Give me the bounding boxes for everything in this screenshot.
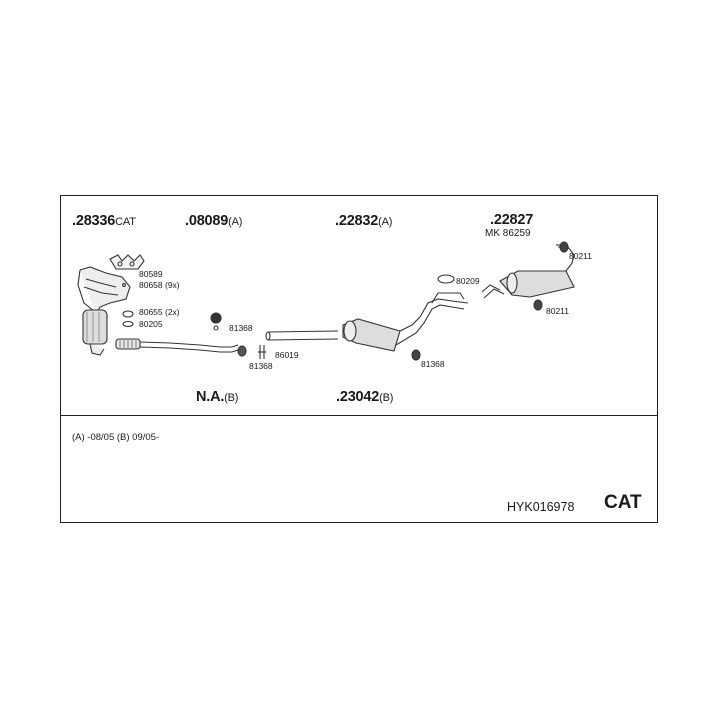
- validity-note: (A) -08/05 (B) 09/05-: [72, 432, 160, 443]
- reference-number: HYK016978: [507, 500, 575, 514]
- label-80589: 80589: [139, 269, 163, 279]
- rubber-hanger-icon: [559, 241, 569, 253]
- frame-divider: [60, 415, 658, 416]
- part-suffix: CAT: [115, 216, 136, 228]
- part-na: N.A.(B): [196, 388, 238, 405]
- seal-ring-icon: [122, 320, 134, 328]
- label-80205: 80205: [139, 319, 163, 329]
- middle-silencer-icon: [342, 292, 469, 352]
- kit-number: MK 86259: [485, 228, 531, 239]
- part-suffix: (B): [379, 392, 394, 404]
- part-22827: .22827: [490, 211, 533, 228]
- part-08089: .08089(A): [185, 212, 242, 229]
- manifold-gasket-icon: [109, 254, 145, 270]
- category-label: CAT: [604, 492, 642, 513]
- ring-gasket-icon: [122, 310, 134, 318]
- rubber-hanger-icon: [210, 312, 222, 331]
- part-number: .22827: [490, 212, 534, 228]
- part-28336: .28336CAT: [72, 212, 136, 229]
- rubber-hanger-icon: [411, 349, 421, 361]
- front-pipe-icon: [115, 338, 239, 353]
- clamp-icon: [258, 345, 266, 359]
- label-80211-a: 80211: [569, 251, 593, 261]
- label-80658: 80658 (9x): [139, 280, 180, 290]
- label-80655: 80655 (2x): [139, 307, 180, 317]
- part-22832: .22832(A): [335, 212, 392, 229]
- rubber-hanger-icon: [533, 299, 543, 311]
- label-81368-a: 81368: [229, 323, 253, 333]
- label-81368-b: 81368: [249, 361, 273, 371]
- part-number: .28336: [72, 213, 116, 229]
- label-80209: 80209: [456, 276, 480, 286]
- exhaust-system-drawing: [77, 241, 575, 361]
- part-suffix: (A): [378, 216, 393, 228]
- part-number: N.A.: [196, 389, 225, 405]
- label-80211-b: 80211: [546, 306, 570, 316]
- rubber-hanger-icon: [237, 345, 247, 357]
- rear-silencer-icon: [481, 244, 575, 299]
- part-number: .22832: [335, 213, 379, 229]
- part-number: .23042: [336, 389, 380, 405]
- part-suffix: (A): [228, 216, 243, 228]
- label-86019: 86019: [275, 350, 299, 360]
- flange-gasket-icon: [437, 274, 455, 284]
- part-number: .08089: [185, 213, 229, 229]
- diagram-frame: [60, 195, 658, 523]
- label-81368-c: 81368: [421, 359, 445, 369]
- stud-icon: [122, 283, 126, 287]
- part-suffix: (B): [224, 392, 239, 404]
- intermediate-pipe-icon: [265, 330, 339, 341]
- catalytic-converter-icon: [77, 266, 131, 356]
- part-23042: .23042(B): [336, 388, 393, 405]
